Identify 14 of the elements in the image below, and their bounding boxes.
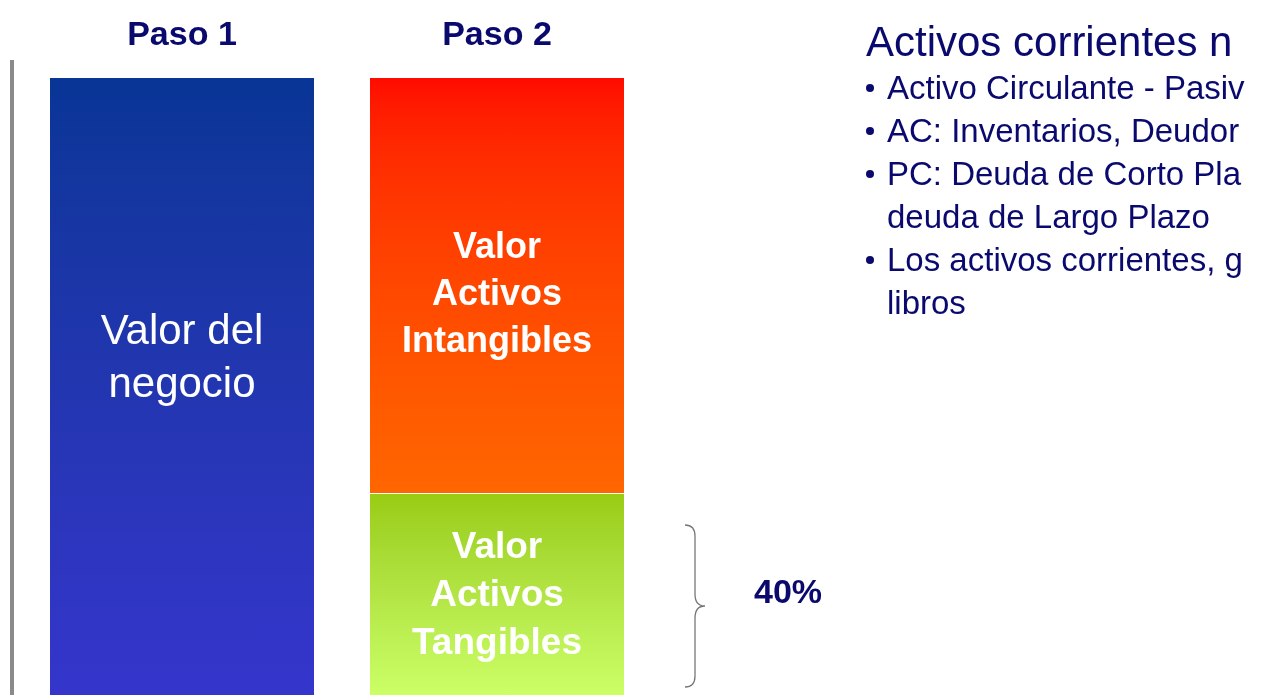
bullet-text: Los activos corrientes, g libros [887,240,1244,323]
column-heading: Paso 1 [126,13,238,54]
bullet-text: Activo Circulante - Pasiv [887,68,1246,108]
bar-label: Valor del negocio [99,305,265,408]
bullet-text: PC: Deuda de Corto Pla deuda de Largo Plazo [887,154,1243,237]
segment-label: Valor Activos Tangibles [411,524,583,665]
value-bar [50,78,314,695]
section-title: Activos corrientes n [866,17,1233,67]
segment-label: Valor Activos Intangibles [401,224,593,362]
stacked-bar-segment [370,78,624,493]
percentage-label: 40% [754,571,823,612]
column-heading: Paso 2 [441,13,553,54]
stacked-bar-segment [370,494,624,695]
bullet-text: AC: Inventarios, Deudor [887,111,1241,151]
